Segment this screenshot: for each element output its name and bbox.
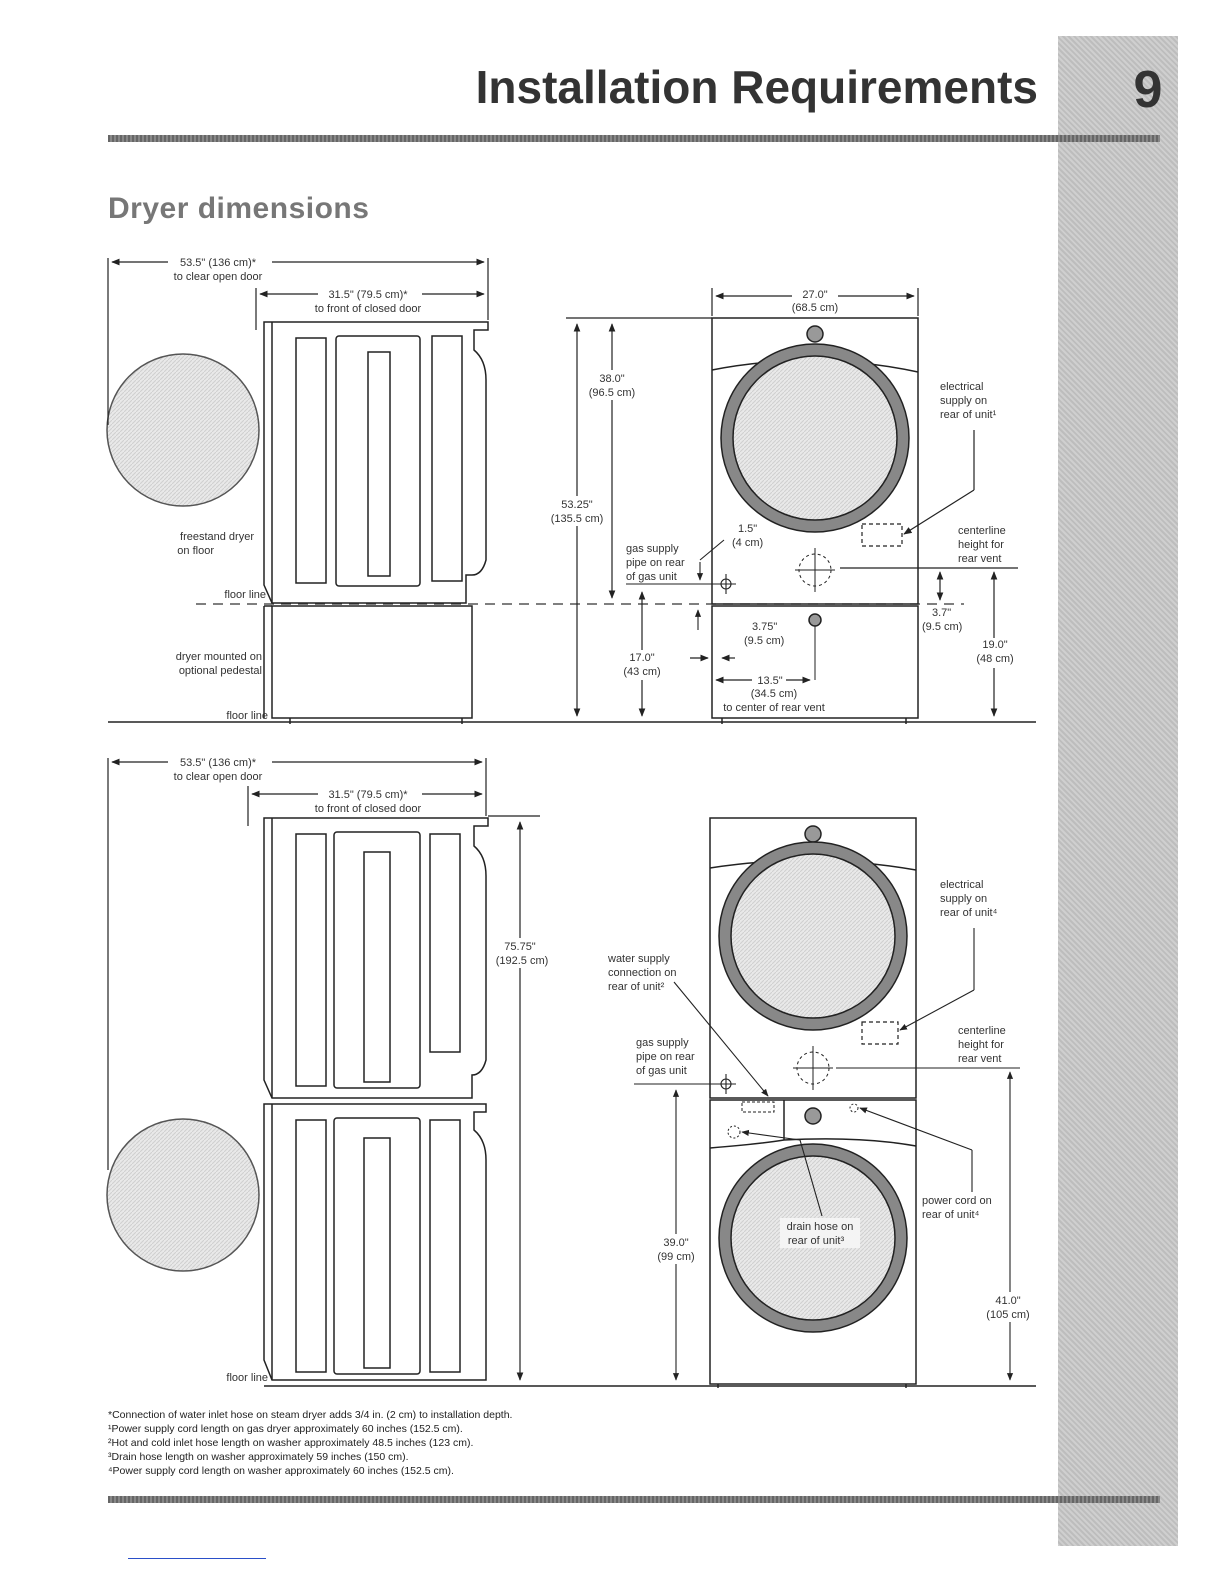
bottom-side-view [106,817,489,1381]
pedestal-label: dryer mounted on [176,651,262,663]
dim-3-7-cm: (9.5 cm) [922,621,962,633]
footnote: ³Drain hose length on washer approximate… [108,1451,409,1463]
dim-53: 53.25" [561,499,593,511]
width-27-cm: (68.5 cm) [792,302,838,314]
dim-53-cm: (135.5 cm) [551,513,604,525]
bottom-centerline-label: centerline [958,1025,1006,1037]
bottom-gas-supply-label-3: of gas unit [636,1065,687,1077]
dim-41: 41.0" [995,1295,1020,1307]
floor-line-label-2: floor line [226,710,268,722]
electrical-label: electrical [940,381,983,393]
dim-75-cm: (192.5 cm) [496,955,549,967]
bottom-gas-supply-label: gas supply [636,1037,689,1049]
electrical-label-3: rear of unit¹ [940,409,997,421]
centerline-label-2: height for [958,539,1004,551]
link-underline [128,1558,266,1559]
bottom-side-front-depth-note: to front of closed door [315,803,422,815]
dim-38: 38.0" [599,373,624,385]
electrical-label-2: supply on [940,395,987,407]
bottom-electrical-label: electrical [940,879,983,891]
dim-1-5: 1.5" [738,523,757,535]
dim-19: 19.0" [982,639,1007,651]
water-supply-label-3: rear of unit² [608,981,665,993]
top-front-view [711,317,919,724]
dim-3-75: 3.75" [752,621,777,633]
bottom-side-total-depth-note: to clear open door [174,771,263,783]
dim-3-7: 3.7" [932,607,951,619]
footnote: ²Hot and cold inlet hose length on washe… [108,1437,474,1449]
dim-75: 75.75" [504,941,536,953]
bottom-electrical-label-2: supply on [940,893,987,905]
dim-13-5-cm: (34.5 cm) [751,688,797,700]
bottom-side-total-depth: 53.5" (136 cm)* [180,757,257,769]
open-door-circle [106,353,260,507]
page-title: Installation Requirements [475,61,1038,113]
width-27: 27.0" [802,289,827,301]
section-title: Dryer dimensions [108,192,370,225]
dim-39-cm: (99 cm) [657,1251,694,1263]
centerline-label-3: rear vent [958,553,1001,565]
dim-19-cm: (48 cm) [976,653,1013,665]
dim-17-cm: (43 cm) [623,666,660,678]
water-supply-label-2: connection on [608,967,677,979]
dim-13-5: 13.5" [757,675,782,687]
top-side-view [106,321,489,724]
footnote: ⁴Power supply cord length on washer appr… [108,1465,454,1477]
dim-38-cm: (96.5 cm) [589,387,635,399]
footnote: *Connection of water inlet hose on steam… [108,1409,513,1421]
header-rule [108,135,1160,142]
dim-13-5-note: to center of rear vent [723,702,825,714]
dim-1-5-cm: (4 cm) [732,537,763,549]
bottom-electrical-label-3: rear of unit⁴ [940,907,998,919]
gas-supply-label: gas supply [626,543,679,555]
page-number: 9 [1133,61,1163,119]
side-front-depth-note: to front of closed door [315,303,422,315]
freestand-label: freestand dryer [180,531,254,543]
power-cord-label-2: rear of unit⁴ [922,1209,980,1221]
floor-line-label: floor line [224,589,266,601]
bottom-centerline-label-3: rear vent [958,1053,1001,1065]
gas-supply-label-3: of gas unit [626,571,677,583]
footer-rule [108,1496,1160,1503]
bottom-front-view [709,817,917,1388]
chapter-tab [1058,36,1178,1546]
open-door-circle-bottom [106,1118,260,1272]
side-total-depth-note: to clear open door [174,271,263,283]
bottom-centerline-label-2: height for [958,1039,1004,1051]
bottom-gas-supply-label-2: pipe on rear [636,1051,695,1063]
gas-supply-label-2: pipe on rear [626,557,685,569]
freestand-label-2: on floor [177,545,214,557]
drain-hose-label-2: rear of unit³ [788,1235,845,1247]
bottom-floor-line-label: floor line [226,1372,268,1384]
side-total-depth-label: 53.5" (136 cm)* [180,257,257,269]
bottom-side-front-depth: 31.5" (79.5 cm)* [328,789,408,801]
dim-3-75-cm: (9.5 cm) [744,635,784,647]
footnotes: *Connection of water inlet hose on steam… [108,1408,512,1478]
centerline-label: centerline [958,525,1006,537]
dim-41-cm: (105 cm) [986,1309,1029,1321]
label-bg [168,254,272,268]
water-supply-label: water supply [607,953,670,965]
pedestal-label-2: optional pedestal [179,665,262,677]
dim-17: 17.0" [629,652,654,664]
drain-hose-label: drain hose on [787,1221,854,1233]
footnote: ¹Power supply cord length on gas dryer a… [108,1423,463,1435]
dim-39: 39.0" [663,1237,688,1249]
bottom-side-dimensions [107,758,540,1381]
power-cord-label: power cord on [922,1195,992,1207]
side-front-depth-label: 31.5" (79.5 cm)* [328,289,408,301]
